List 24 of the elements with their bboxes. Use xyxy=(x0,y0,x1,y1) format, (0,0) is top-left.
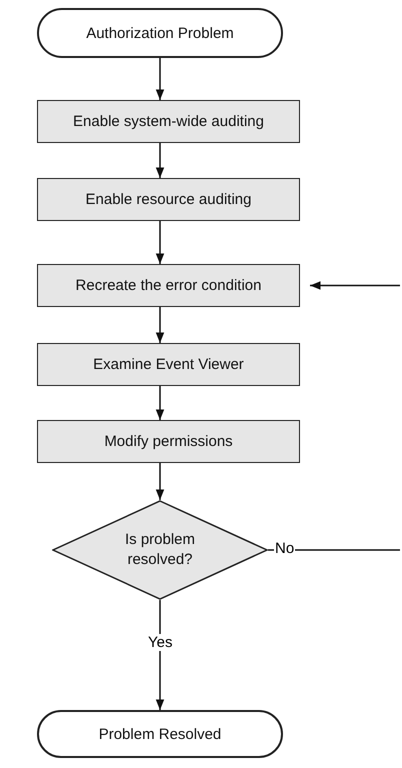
arrow xyxy=(156,463,164,500)
node-text: Examine Event Viewer xyxy=(93,356,244,373)
node-text: Modify permissions xyxy=(104,433,233,450)
process-box xyxy=(37,420,300,463)
node-text: Problem Resolved xyxy=(98,726,222,742)
terminal-pill xyxy=(37,710,283,758)
arrow xyxy=(156,143,164,178)
process-box xyxy=(37,178,300,221)
node-text: Enable resource auditing xyxy=(86,191,252,208)
node-text: Authorization Problem xyxy=(86,24,234,42)
arrow xyxy=(156,58,164,100)
terminal-pill xyxy=(37,8,283,58)
process-box xyxy=(37,100,300,143)
process-box xyxy=(37,343,300,386)
decision-diamond xyxy=(52,500,268,600)
edge-label: Yes xyxy=(147,634,174,651)
arrow xyxy=(156,221,164,264)
process-box xyxy=(37,264,300,307)
arrow xyxy=(310,281,400,290)
node-text: Is problem resolved? xyxy=(124,530,196,570)
arrow xyxy=(156,307,164,343)
arrow xyxy=(156,386,164,420)
node-text: Enable system-wide auditing xyxy=(73,113,264,130)
node-text: Recreate the error condition xyxy=(76,277,262,294)
